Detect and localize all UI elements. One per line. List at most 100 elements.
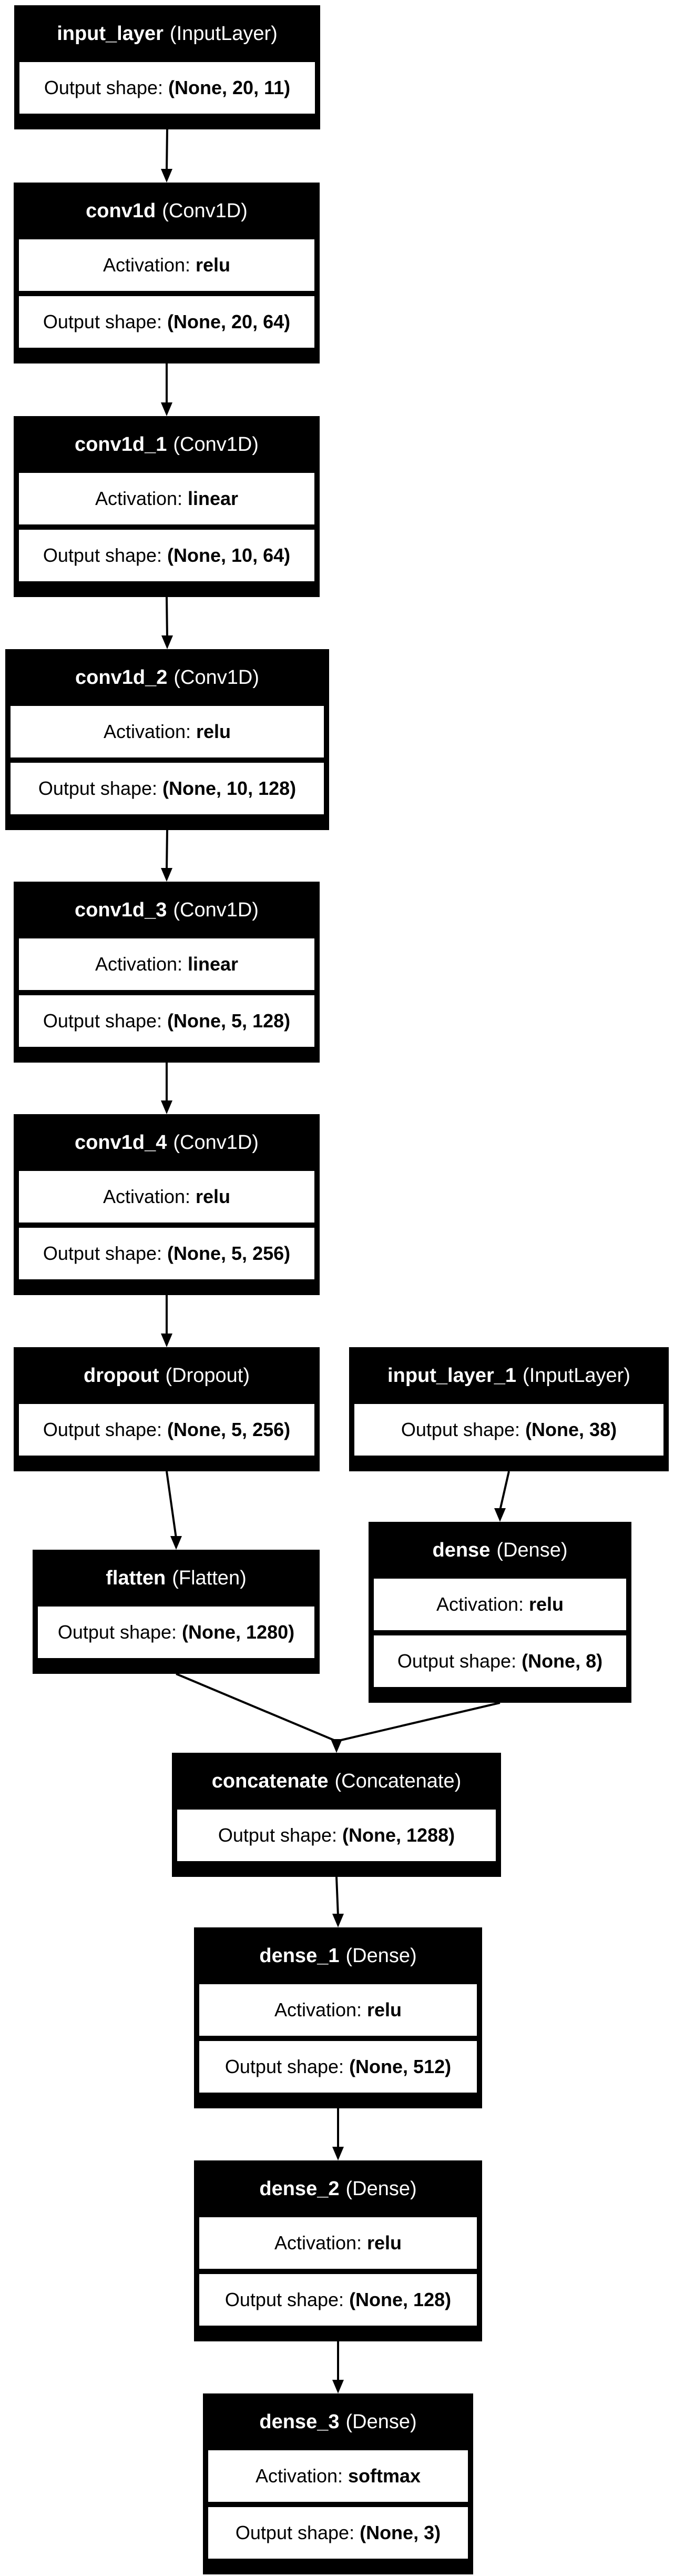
edge-arrowhead	[332, 1914, 344, 1927]
output-shape-label: Output shape:	[43, 1010, 162, 1032]
layer-node-conv1d_4: conv1d_4(Conv1D) Activation:relu Output …	[14, 1114, 320, 1295]
edge-dense-to-concatenate	[336, 1702, 501, 1742]
activation-label: Activation:	[255, 2465, 343, 2487]
edge-concatenate-to-dense_1	[335, 1876, 339, 1916]
layer-type: (Conv1D)	[173, 666, 259, 689]
activation-label: Activation:	[274, 2232, 362, 2254]
activation-row: Activation:relu	[199, 1984, 477, 2036]
edge-arrowhead	[161, 402, 172, 416]
layer-node-flatten: flatten (Flatten) Output shape:(None, 128…	[33, 1550, 320, 1674]
activation-row: Activation:relu	[11, 706, 324, 757]
layer-name: conv1d_4	[75, 1131, 167, 1154]
layer-node-input_layer: input_layer(InputLayer) Output shape:(No…	[14, 5, 320, 129]
layer-type: (Conv1D)	[173, 433, 259, 456]
layer-node-concatenate: concatenate(Concatenate) Output shape:(N…	[172, 1753, 501, 1877]
layer-header: concatenate(Concatenate)	[172, 1753, 501, 1810]
output-shape-row: Output shape:(None, 20, 64)	[19, 296, 314, 348]
layer-node-dense_1: dense_1(Dense) Activation:relu Output sh…	[194, 1927, 482, 2108]
layer-node-dense: dense(Dense) Activation:relu Output shap…	[369, 1522, 631, 1703]
layer-header: input_layer_1(InputLayer)	[349, 1347, 669, 1404]
layer-type: (Dense)	[496, 1539, 568, 1561]
edge-arrowhead	[331, 1739, 342, 1753]
edge-input_layer_1-to-dense	[499, 1471, 510, 1511]
layer-type: (Dense)	[345, 2410, 417, 2433]
layer-type: (Conv1D)	[173, 1131, 259, 1154]
layer-name: conv1d_3	[75, 898, 167, 921]
activation-value: relu	[367, 1999, 402, 2021]
edge-arrowhead	[161, 1100, 172, 1114]
layer-name: conv1d	[86, 199, 156, 222]
layer-type: (Flatten)	[172, 1567, 247, 1589]
layer-header: conv1d_4 (Conv1D)	[14, 1114, 320, 1171]
layer-type: (Conv1D)	[173, 898, 259, 921]
edge-arrowhead	[161, 169, 172, 183]
activation-label: Activation:	[103, 721, 191, 742]
layer-header: dense_3(Dense)	[203, 2393, 473, 2450]
output-shape-value: (None, 8)	[522, 1650, 603, 1672]
output-shape-value: (None, 5, 256)	[167, 1419, 291, 1440]
layer-name: concatenate	[211, 1770, 329, 1792]
layer-name: conv1d_2	[75, 666, 168, 689]
layer-name: flatten	[106, 1567, 166, 1589]
output-shape-value: (None, 5, 128)	[167, 1010, 291, 1032]
output-shape-value: (None, 38)	[525, 1419, 617, 1440]
output-shape-value: (None, 10, 128)	[162, 777, 297, 799]
layer-node-conv1d_2: conv1d_2(Conv1D) Activation:relu Output …	[5, 649, 329, 830]
layer-header: dense(Dense)	[369, 1522, 631, 1579]
output-shape-row: Output shape:(None, 10, 64)	[19, 530, 314, 581]
layer-header: dense_1(Dense)	[194, 1927, 482, 1984]
output-shape-label: Output shape:	[43, 1242, 162, 1264]
layer-header: flatten (Flatten)	[33, 1550, 320, 1607]
activation-row: Activation:linear	[19, 938, 314, 990]
layer-header: conv1d_1(Conv1D)	[14, 416, 320, 473]
layer-node-conv1d_1: conv1d_1(Conv1D) Activation:linear Outpu…	[14, 416, 320, 597]
output-shape-value: (None, 1288)	[342, 1824, 455, 1846]
activation-value: relu	[196, 721, 231, 742]
activation-value: relu	[196, 254, 231, 276]
layer-header: conv1d_3 (Conv1D)	[14, 882, 320, 938]
output-shape-label: Output shape:	[235, 2522, 355, 2543]
output-shape-row: Output shape:(None, 128)	[199, 2274, 477, 2326]
output-shape-value: (None, 1280)	[182, 1621, 295, 1643]
layer-name: dropout	[83, 1364, 159, 1387]
output-shape-value: (None, 5, 256)	[167, 1242, 291, 1264]
activation-row: Activation:softmax	[208, 2450, 468, 2502]
output-shape-value: (None, 20, 11)	[168, 77, 291, 98]
layer-type: (Dropout)	[165, 1364, 250, 1387]
layer-node-input_layer_1: input_layer_1(InputLayer) Output shape:(…	[349, 1347, 669, 1471]
output-shape-value: (None, 20, 64)	[167, 311, 291, 332]
layer-type: (InputLayer)	[523, 1364, 630, 1387]
edge-arrowhead	[170, 1536, 182, 1550]
output-shape-value: (None, 128)	[349, 2289, 452, 2310]
output-shape-label: Output shape:	[43, 311, 162, 332]
activation-value: linear	[188, 953, 239, 975]
edge-arrowhead	[161, 1334, 172, 1347]
layer-node-conv1d_3: conv1d_3 (Conv1D) Activation:linear Outpu…	[14, 882, 320, 1063]
output-shape-label: Output shape:	[43, 1419, 162, 1440]
edge-dropout-to-flatten	[166, 1471, 177, 1539]
output-shape-label: Output shape:	[224, 2289, 344, 2310]
layer-name: dense	[432, 1539, 491, 1561]
layer-node-dense_2: dense_2(Dense) Activation:relu Output sh…	[194, 2160, 482, 2341]
layer-node-dropout: dropout (Dropout) Output shape:(None, 5, …	[14, 1347, 320, 1471]
layer-header: conv1d_2(Conv1D)	[5, 649, 329, 706]
activation-label: Activation:	[274, 1999, 362, 2021]
activation-row: Activation:relu	[374, 1579, 626, 1630]
activation-label: Activation:	[95, 953, 183, 975]
layer-header: dropout (Dropout)	[14, 1347, 320, 1404]
output-shape-row: Output shape:(None, 512)	[199, 2041, 477, 2093]
output-shape-row: Output shape:(None, 5, 256)	[19, 1404, 314, 1456]
layer-node-conv1d: conv1d(Conv1D) Activation:relu Output sh…	[14, 183, 320, 363]
edge-arrowhead	[332, 2380, 344, 2393]
activation-row: Activation:linear	[19, 473, 314, 524]
activation-row: Activation:relu	[19, 239, 314, 291]
output-shape-label: Output shape:	[397, 1650, 517, 1672]
layer-header: dense_2(Dense)	[194, 2160, 482, 2217]
output-shape-label: Output shape:	[38, 777, 158, 799]
activation-value: relu	[529, 1593, 564, 1615]
edge-arrowhead	[161, 868, 172, 882]
output-shape-label: Output shape:	[57, 1621, 177, 1643]
output-shape-row: Output shape:(None, 1288)	[177, 1810, 496, 1861]
layer-name: dense_1	[259, 1944, 340, 1967]
